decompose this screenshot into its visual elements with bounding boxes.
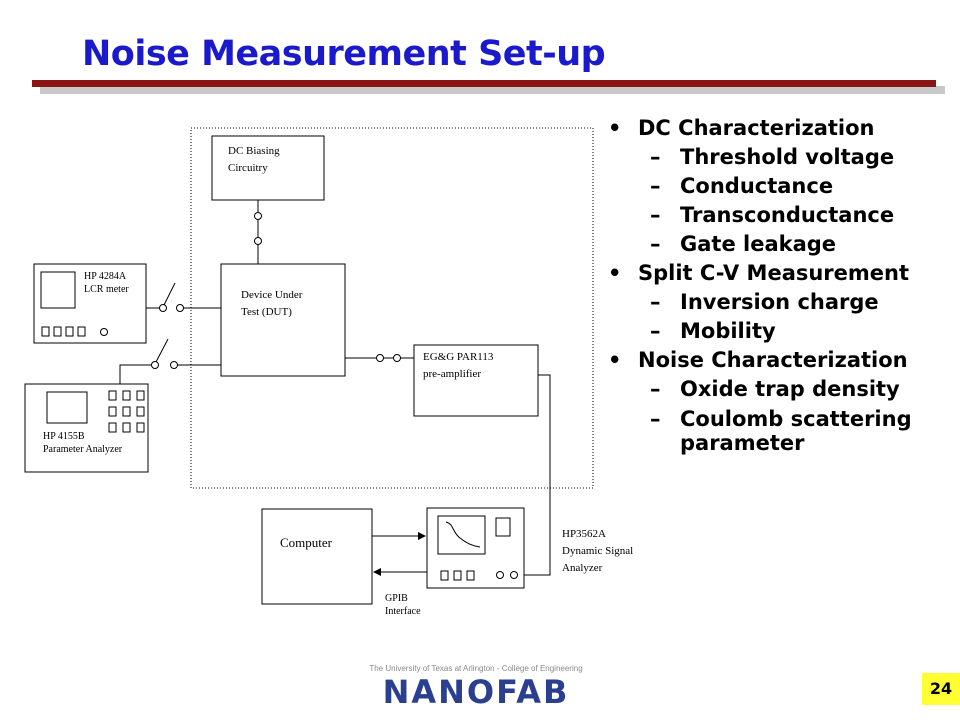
sub-bullet-threshold-voltage: –Threshold voltage: [650, 145, 895, 169]
sub-bullet-oxide-trap-density: –Oxide trap density: [650, 377, 900, 401]
analyzer-label-2: Parameter Analyzer: [43, 444, 123, 455]
dut-label-1: Device Under: [241, 289, 303, 301]
title-underline-shadow: [40, 86, 945, 94]
bias-connection: [254, 200, 262, 264]
dsa-label-2: Dynamic Signal: [562, 545, 633, 557]
dc-biasing-label-1: DC Biasing: [228, 145, 280, 157]
lcr-label-1: HP 4284A: [84, 271, 127, 282]
sub-bullet-conductance: –Conductance: [650, 174, 834, 198]
dc-biasing-label-2: Circuitry: [228, 162, 268, 174]
bullet-list: •DC Characterization –Threshold voltage …: [608, 114, 948, 455]
gpib-label-2: Interface: [385, 606, 421, 617]
sub-bullet-coulomb-scattering: –Coulomb scattering parameter: [650, 407, 912, 455]
gpib-label-1: GPIB: [385, 593, 408, 604]
dut-block: Device Under Test (DUT): [220, 263, 346, 377]
bullet-noise-characterization: •Noise Characterization: [608, 348, 908, 372]
preamp-label-2: pre-amplifier: [423, 368, 481, 380]
nanofab-logo: The University of Texas at Arlington - C…: [365, 664, 587, 710]
bullet-split-cv: •Split C-V Measurement: [608, 261, 910, 285]
page-number-badge: 24: [922, 673, 960, 705]
computer-block: Computer: [261, 508, 373, 605]
slide-title: Noise Measurement Set-up: [82, 34, 606, 74]
bullet-dc-characterization: •DC Characterization: [608, 116, 875, 140]
preamp-dsa-connection: [520, 374, 551, 576]
sub-bullet-transconductance: –Transconductance: [650, 203, 895, 227]
gpib-connection: GPIB Interface: [372, 532, 427, 617]
sub-bullet-inversion-charge: –Inversion charge: [650, 290, 879, 314]
dut-preamp-connection: [345, 354, 414, 362]
computer-label: Computer: [280, 535, 333, 550]
dsa-block: [426, 507, 525, 589]
logo-tagline: The University of Texas at Arlington - C…: [369, 664, 583, 673]
dsa-label-3: Analyzer: [562, 562, 603, 574]
dut-label-2: Test (DUT): [241, 306, 292, 318]
parameter-analyzer-block: HP 4155B Parameter Analyzer: [24, 383, 149, 473]
sub-bullet-gate-leakage: –Gate leakage: [650, 232, 837, 256]
dsa-label: HP3562A Dynamic Signal Analyzer: [562, 528, 633, 574]
title-underline: [32, 80, 936, 87]
lcr-switch: [146, 282, 221, 312]
logo-wordmark: NANOFAB: [382, 673, 570, 711]
lcr-meter-block: HP 4284A LCR meter: [33, 263, 147, 344]
preamp-label-1: EG&G PAR113: [423, 351, 494, 363]
dc-biasing-block: DC Biasing Circuitry: [211, 135, 325, 201]
preamp-block: EG&G PAR113 pre-amplifier: [413, 344, 539, 417]
sub-bullet-mobility: –Mobility: [650, 319, 776, 343]
dsa-label-1: HP3562A: [562, 528, 606, 540]
lcr-label-2: LCR meter: [84, 284, 129, 295]
analyzer-switch: [119, 338, 221, 384]
analyzer-label-1: HP 4155B: [43, 431, 85, 442]
